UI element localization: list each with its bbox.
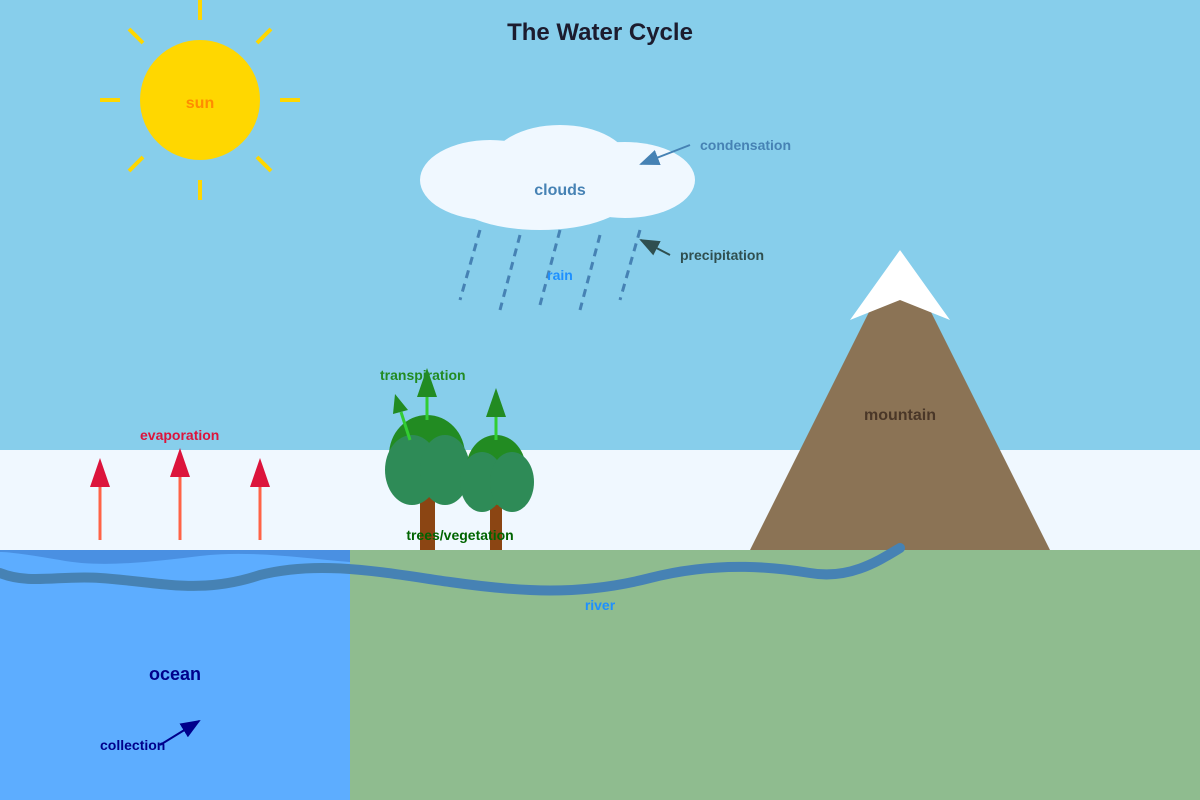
ocean <box>0 550 350 800</box>
trees-label: trees/vegetation <box>406 527 513 543</box>
evaporation-arrows <box>90 448 270 540</box>
page-title: The Water Cycle <box>507 19 693 46</box>
condensation-arrow <box>639 144 691 165</box>
condensation-label: condensation <box>700 137 791 153</box>
precipitation-arrow <box>639 239 671 256</box>
tree-right <box>460 435 534 550</box>
mountain-snowcap <box>850 250 950 320</box>
evaporation-label: evaporation <box>140 427 219 443</box>
river <box>0 543 905 596</box>
transpiration-arrows <box>393 368 506 441</box>
precipitation-label: precipitation <box>680 247 764 263</box>
collection-label: collection <box>100 737 165 753</box>
cloud <box>420 125 695 230</box>
sun-label: sun <box>186 95 214 112</box>
mountain-label: mountain <box>864 407 936 424</box>
rain-label: rain <box>547 267 573 283</box>
transpiration-label: transpiration <box>380 367 466 383</box>
sun <box>100 0 300 200</box>
mountain <box>750 250 1050 550</box>
ocean-label: ocean <box>149 664 201 684</box>
collection-arrow <box>159 719 201 746</box>
clouds-label: clouds <box>534 182 586 199</box>
ocean-surface <box>0 550 350 564</box>
river-label: river <box>585 597 616 613</box>
rain-streaks <box>458 229 642 311</box>
